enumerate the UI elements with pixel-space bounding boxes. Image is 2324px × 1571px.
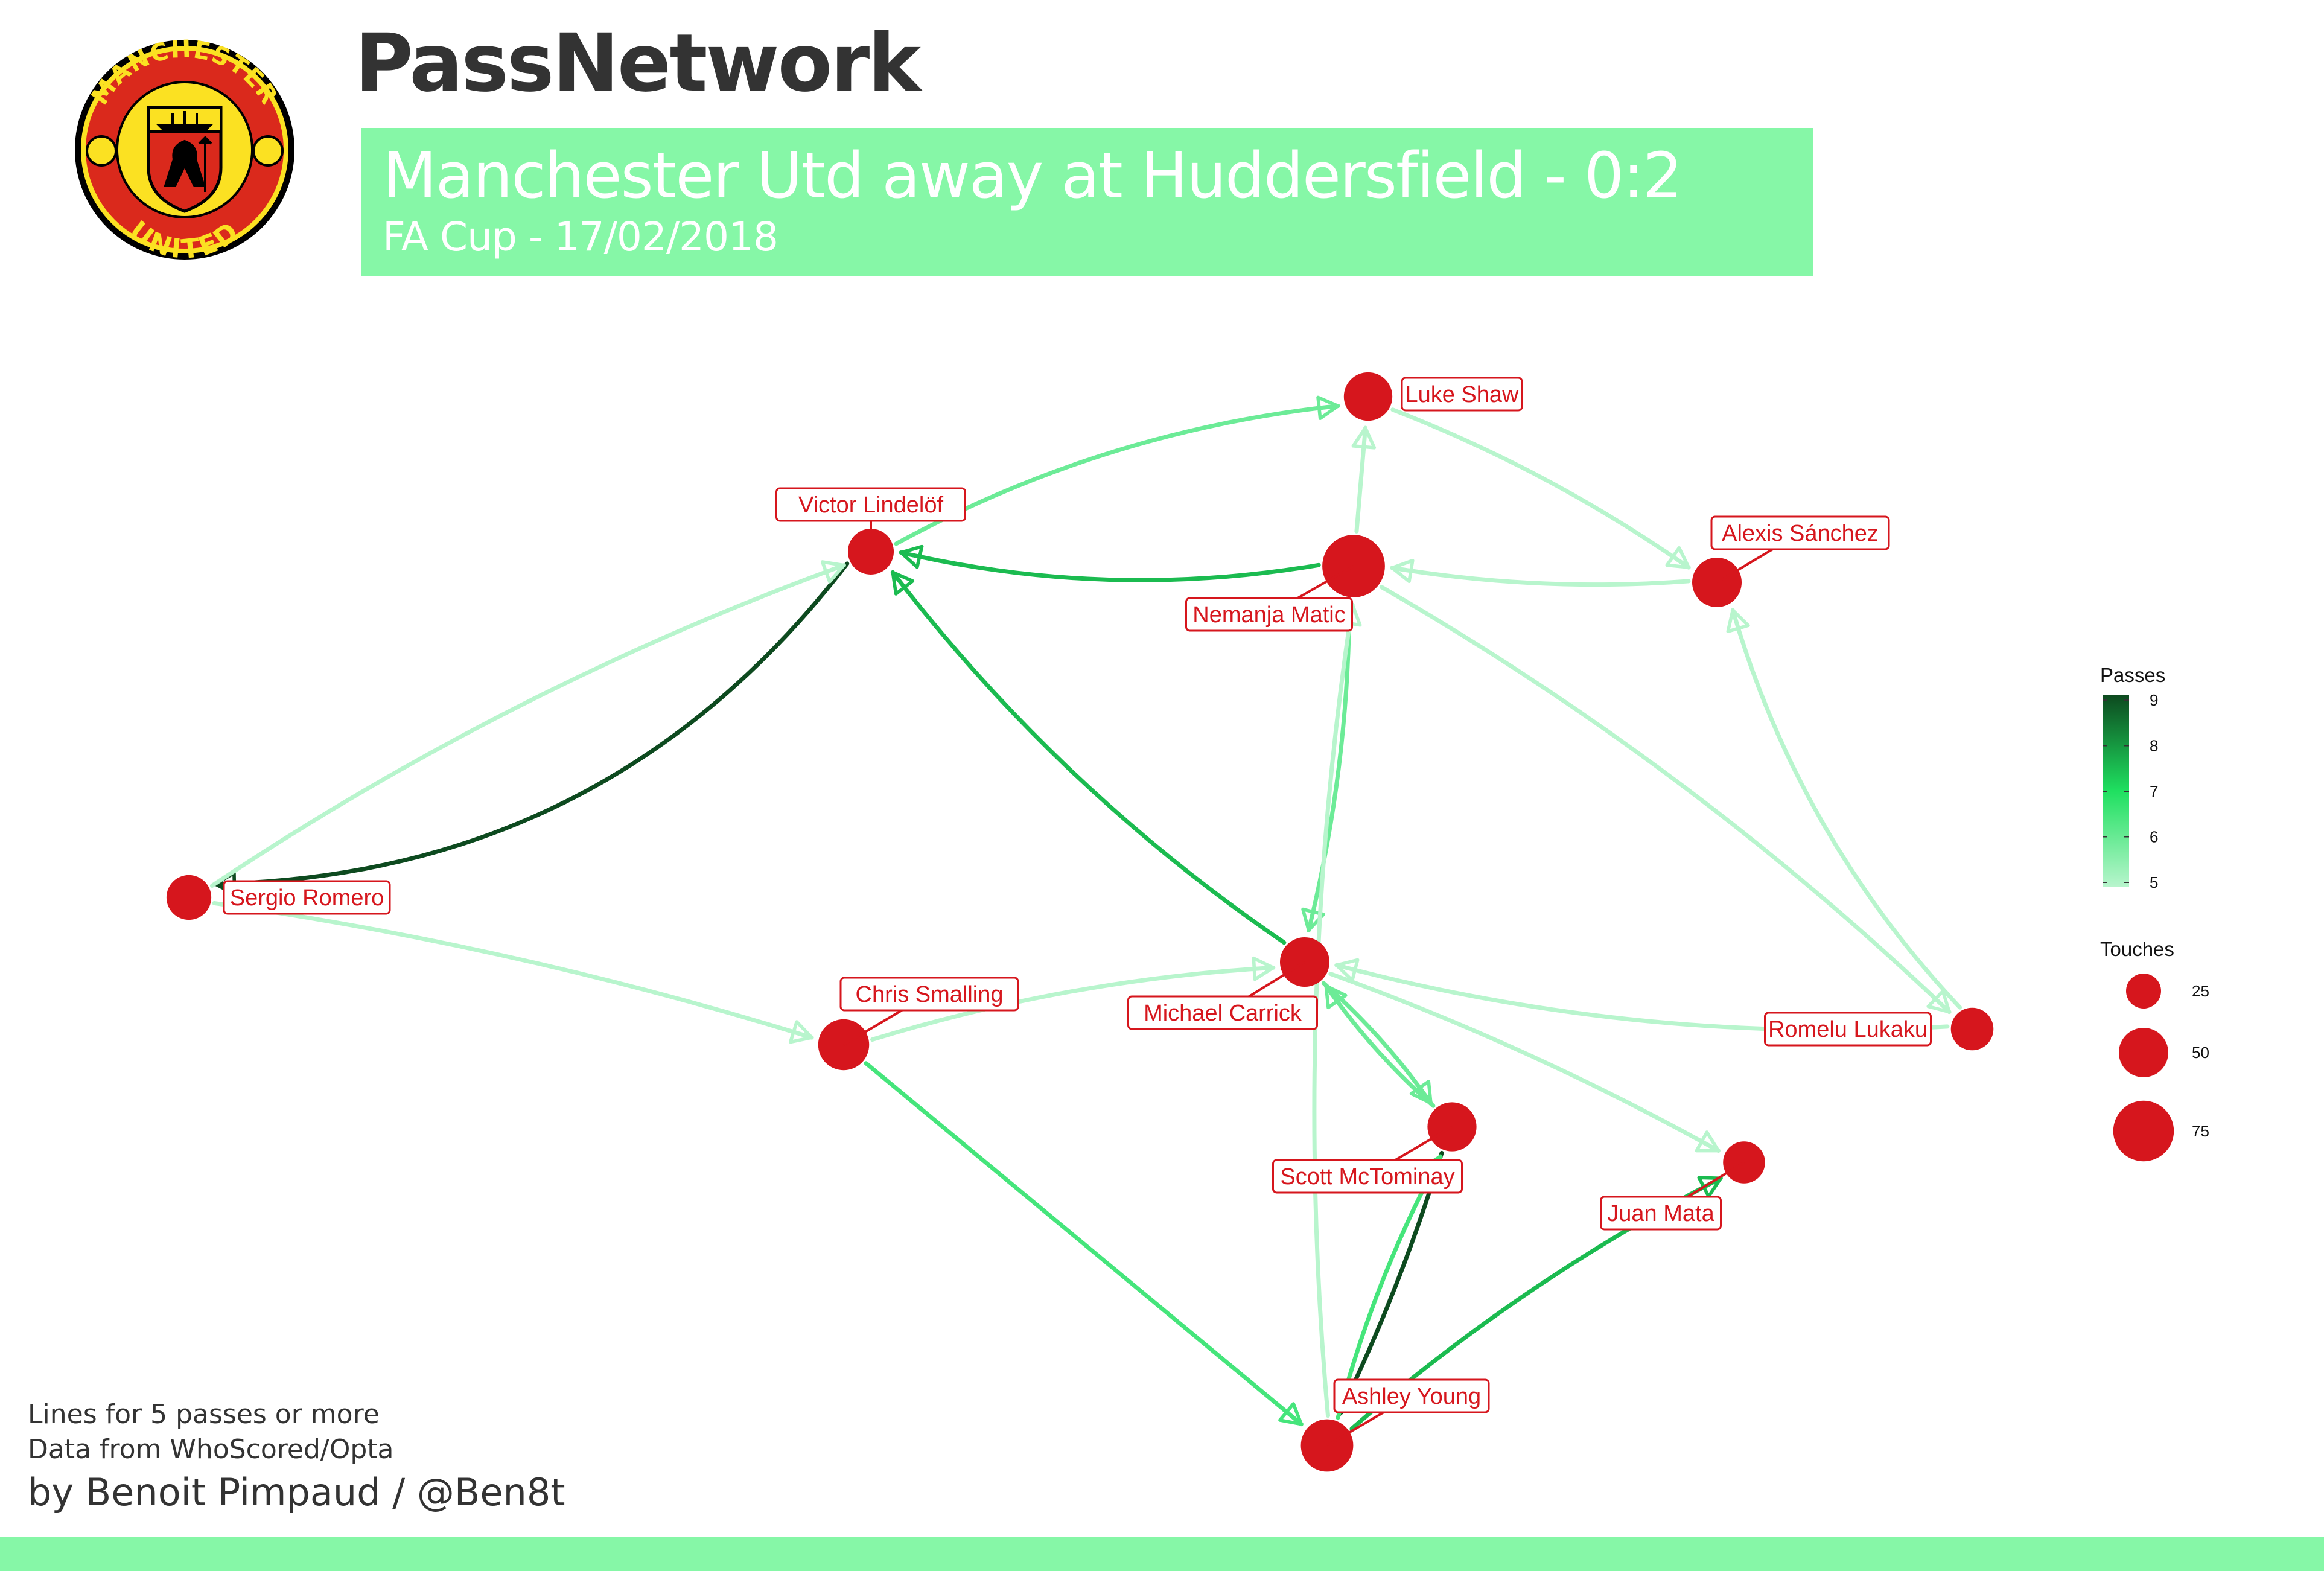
player-label-box (775, 487, 966, 522)
legend-passes-tick-label: 8 (2150, 737, 2158, 755)
legend-touches-keys: 25 50 75 (2113, 974, 2209, 1162)
pass-edge-matic-to-carrick (1301, 598, 1352, 932)
player-node-shaw (1343, 372, 1393, 421)
pass-edge-carrick-to-mata (1328, 972, 1721, 1153)
pass-edge-matic-to-lukaku (1379, 585, 1952, 1015)
player-label-box (1185, 597, 1353, 632)
legend-touches-label: 25 (2192, 982, 2209, 1000)
pass-edge-sanchez-to-matic (1390, 558, 1691, 587)
player-label-young: Ashley Young (1342, 1384, 1481, 1409)
legend-touches-label: 50 (2192, 1044, 2209, 1062)
player-label-romero: Sergio Romero (230, 885, 384, 911)
legend-touches-key (2118, 1027, 2169, 1078)
pass-edge-smalling-to-young (864, 1061, 1304, 1427)
pass-edge-matic-to-shaw (1351, 425, 1377, 534)
player-label-mata: Juan Mata (1607, 1201, 1714, 1226)
page-title: PassNetwork (355, 17, 921, 110)
pass-edge-young-to-mctominay (1336, 1154, 1443, 1420)
player-label-shaw: Luke Shaw (1405, 382, 1519, 407)
legend-passes-tick-label: 5 (2150, 873, 2158, 891)
player-label-box (1764, 1012, 1932, 1047)
match-header-banner: Manchester Utd away at Huddersfield - 0:… (361, 128, 1813, 276)
legend-touches-key (2126, 974, 2161, 1009)
match-title: Manchester Utd away at Huddersfield - 0:… (383, 139, 1683, 212)
player-label-sanchez: Alexis Sánchez (1722, 521, 1879, 546)
pass-edge-lindelof-to-shaw (894, 395, 1340, 546)
legend-touches-title: Touches (2100, 938, 2174, 960)
legend: Passes 9 8 7 6 5 Touches 25 50 75 (2100, 664, 2209, 1162)
legend-touches-label: 75 (2192, 1122, 2209, 1140)
legend-passes-tick-label: 9 (2150, 691, 2158, 709)
pass-edges (209, 395, 1963, 1431)
player-label-box (1401, 377, 1523, 412)
player-label-box (1710, 515, 1890, 550)
player-label-box (1127, 995, 1318, 1030)
pass-edge-smalling-to-carrick (870, 956, 1276, 1042)
player-label-box (1272, 1159, 1463, 1194)
legend-passes-tick-label: 6 (2150, 828, 2158, 846)
football-icon (86, 135, 117, 167)
player-label-mctominay: Scott McTominay (1280, 1164, 1454, 1190)
legend-passes-title: Passes (2100, 664, 2165, 686)
pass-edge-carrick-to-lindelof (890, 570, 1287, 945)
footer-note-threshold: Lines for 5 passes or more (28, 1399, 380, 1430)
player-node-lukaku (1950, 1007, 1994, 1051)
legend-touches-key (2113, 1100, 2174, 1162)
player-node-romero (166, 875, 212, 920)
pass-edge-shaw-to-sanchez (1390, 407, 1691, 570)
player-label-lindelof: Victor Lindelöf (798, 492, 944, 518)
pass-edge-romero-to-lindelof (209, 560, 846, 888)
player-label-box (1333, 1378, 1490, 1413)
legend-passes-ticks: 9 8 7 6 5 (2103, 691, 2158, 891)
pass-edge-matic-to-lindelof (899, 544, 1321, 582)
player-label-smalling: Chris Smalling (856, 982, 1004, 1007)
player-label-matic: Nemanja Matic (1192, 602, 1345, 628)
ship-icon (156, 111, 213, 132)
legend-passes-tick-label: 7 (2150, 782, 2158, 800)
player-label-box (223, 880, 391, 915)
football-icon (252, 135, 284, 167)
player-label-carrick: Michael Carrick (1144, 1001, 1302, 1026)
player-label-box (1600, 1196, 1722, 1231)
pass-edge-lukaku-to-sanchez (1726, 608, 1963, 1010)
pass-edge-carrick-to-mctominay (1321, 981, 1433, 1106)
player-label-lukaku: Romelu Lukaku (1768, 1017, 1928, 1042)
footer-bar (0, 1537, 2324, 1571)
match-subtitle: FA Cup - 17/02/2018 (383, 214, 778, 260)
manchester-united-crest: MANCHESTER UNITED (75, 36, 294, 265)
pass-edge-lindelof-to-romero (213, 561, 850, 896)
footer-note-source: Data from WhoScored/Opta (28, 1434, 394, 1465)
pass-edge-mctominay-to-carrick (1323, 984, 1436, 1108)
footer-author: by Benoit Pimpaud / @Ben8t (28, 1470, 565, 1514)
player-label-box (839, 977, 1019, 1012)
red-devil-icon (164, 136, 212, 192)
pass-edge-romero-to-smalling (212, 900, 814, 1044)
pass-edge-young-to-matic (1312, 602, 1362, 1418)
